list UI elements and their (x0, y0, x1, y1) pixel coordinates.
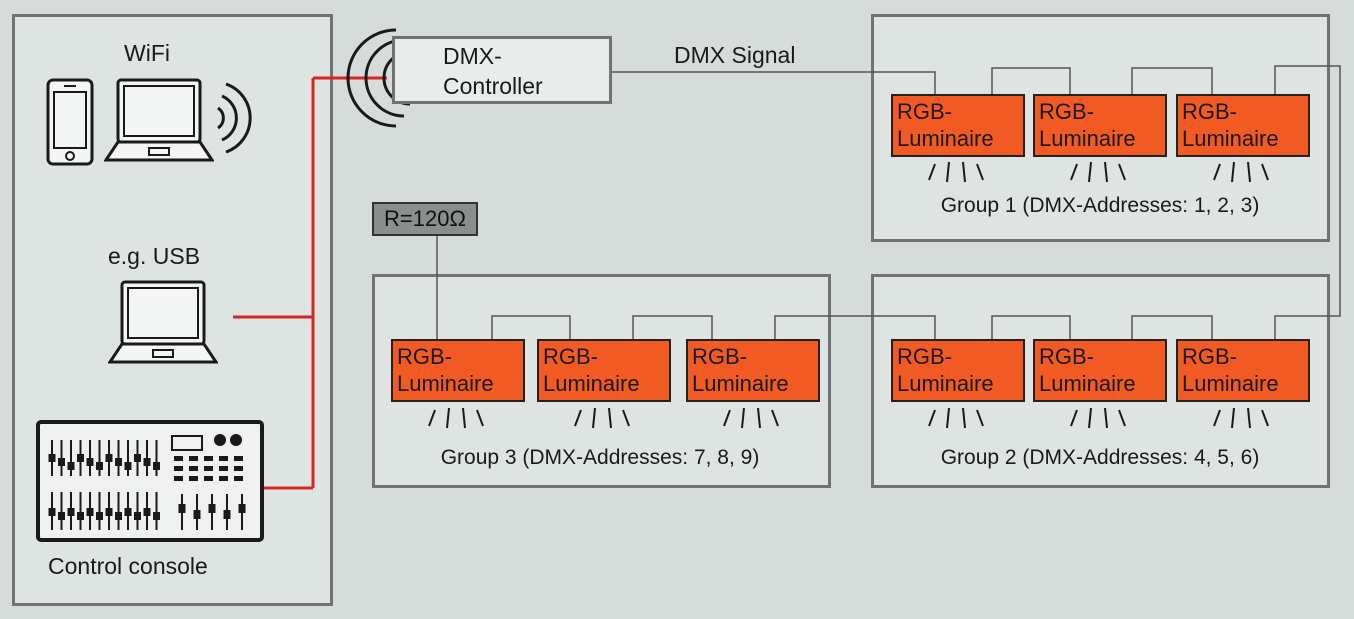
luminaire-label-line: Luminaire (897, 371, 994, 396)
light-rays-icon (1070, 407, 1126, 429)
light-rays-icon (1213, 407, 1269, 429)
luminaire-label-line: RGB- (1182, 344, 1237, 369)
light-rays-icon (574, 407, 630, 429)
usb-label: e.g. USB (108, 243, 201, 269)
luminaire-label-line: RGB- (1039, 344, 1094, 369)
luminaire-label-line: RGB- (1039, 99, 1094, 124)
rgb-luminaire: RGB-Luminaire (686, 339, 820, 402)
light-rays-icon (1070, 161, 1126, 183)
luminaire-label-line: Luminaire (1182, 371, 1279, 396)
rgb-luminaire: RGB-Luminaire (1033, 94, 1167, 157)
rgb-luminaire: RGB-Luminaire (891, 94, 1025, 157)
wifi-label: WiFi (124, 40, 170, 66)
group-caption: Group 2 (DMX-Addresses: 4, 5, 6) (940, 446, 1260, 469)
rgb-luminaire: RGB-Luminaire (1033, 339, 1167, 402)
luminaire-label-line: RGB- (1182, 99, 1237, 124)
light-rays-icon (428, 407, 484, 429)
light-rays-icon (928, 407, 984, 429)
smartphone-icon (46, 78, 94, 166)
group-caption: Group 1 (DMX-Addresses: 1, 2, 3) (940, 194, 1260, 217)
light-rays-icon (928, 161, 984, 183)
control-console-label: Control console (48, 553, 208, 579)
luminaire-label-line: Luminaire (1182, 126, 1279, 151)
terminator-resistor: R=120Ω (372, 202, 478, 236)
controller-label-line1: DMX- (443, 43, 502, 69)
mixing-console-icon (36, 420, 264, 542)
luminaire-label-line: Luminaire (1039, 371, 1136, 396)
luminaire-label-line: RGB- (897, 99, 952, 124)
luminaire-label-line: RGB- (543, 344, 598, 369)
rgb-luminaire: RGB-Luminaire (537, 339, 671, 402)
luminaire-label-line: Luminaire (543, 371, 640, 396)
rgb-luminaire: RGB-Luminaire (1176, 339, 1310, 402)
laptop-icon (104, 78, 214, 162)
wifi-waves-icon (217, 82, 252, 154)
dmx-controller-box: DMX- Controller (392, 36, 612, 104)
luminaire-label-line: RGB- (897, 344, 952, 369)
group-caption: Group 3 (DMX-Addresses: 7, 8, 9) (440, 446, 760, 469)
luminaire-label-line: Luminaire (692, 371, 789, 396)
laptop-icon (108, 280, 218, 364)
control-input-wires (233, 76, 387, 490)
rgb-luminaire: RGB-Luminaire (1176, 94, 1310, 157)
rgb-luminaire: RGB-Luminaire (891, 339, 1025, 402)
light-rays-icon (723, 407, 779, 429)
rgb-luminaire: RGB-Luminaire (391, 339, 525, 402)
luminaire-label-line: Luminaire (1039, 126, 1136, 151)
dmx-signal-label: DMX Signal (674, 42, 796, 68)
dmx-bus-wire (436, 65, 1341, 339)
luminaire-label-line: Luminaire (897, 126, 994, 151)
luminaire-label-line: Luminaire (397, 371, 494, 396)
luminaire-label-line: RGB- (692, 344, 747, 369)
luminaire-label-line: RGB- (397, 344, 452, 369)
controller-label-line2: Controller (443, 73, 543, 99)
light-rays-icon (1213, 161, 1269, 183)
